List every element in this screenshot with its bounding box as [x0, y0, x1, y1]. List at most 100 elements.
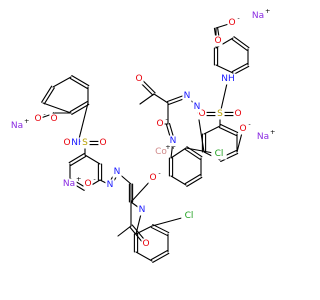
atom-charge: + — [24, 117, 29, 125]
atom-cl-label: Cl — [211, 148, 227, 160]
atom-o-label: O — [134, 73, 144, 85]
single-bond — [135, 225, 153, 235]
label-background — [211, 148, 227, 160]
atom-symbol: Na — [11, 121, 23, 131]
atom-symbol: Na — [252, 11, 264, 21]
label-background — [105, 179, 115, 191]
single-bond — [170, 175, 187, 186]
single-bond — [203, 125, 221, 135]
double-bond — [220, 124, 239, 134]
atom-na-label: Na+ — [255, 128, 275, 143]
double-bond — [184, 174, 201, 185]
label-background — [168, 135, 178, 147]
atom-charge: - — [165, 115, 168, 123]
label-background — [197, 108, 207, 120]
atom-charge: - — [237, 14, 240, 22]
label-background — [181, 210, 197, 222]
atom-charge: ++ — [165, 143, 176, 151]
atom-o-label: O — [49, 113, 59, 125]
double-bond — [41, 85, 53, 103]
double-bond — [218, 126, 237, 136]
double-bond — [220, 152, 239, 162]
label-background — [148, 172, 158, 184]
atom-o-label: O — [98, 137, 108, 149]
atom-symbol: O — [135, 74, 142, 84]
single-bond — [215, 64, 234, 74]
double-bond — [231, 38, 248, 51]
label-background — [98, 137, 108, 149]
atom-symbol: O — [50, 114, 57, 124]
atom-symbol: S — [82, 138, 88, 148]
label-background — [255, 131, 271, 143]
atom-charge: - — [93, 175, 96, 183]
double-bond — [69, 77, 88, 89]
double-bond — [71, 75, 90, 87]
single-bond — [170, 147, 187, 159]
atom-symbol: S — [217, 109, 223, 119]
atom-o-label: O- — [155, 115, 168, 130]
atom-symbol: O — [63, 138, 70, 148]
atom-o-label: O- — [83, 175, 96, 190]
atom-charge: + — [265, 7, 270, 15]
atom-n-label: N — [105, 179, 115, 191]
atom-o-label: O — [197, 108, 207, 120]
label-background — [153, 146, 169, 158]
label-background — [61, 178, 77, 190]
double-bond — [150, 226, 168, 236]
atom-symbol: N — [184, 91, 191, 101]
label-background — [155, 118, 165, 130]
label-background — [137, 204, 147, 216]
atom-na-label: Na+ — [250, 7, 270, 22]
atom-o-label: O — [62, 137, 72, 149]
label-background — [213, 35, 223, 47]
atom-o-label: O — [213, 35, 223, 47]
label-background — [9, 120, 25, 132]
double-bond — [150, 250, 168, 261]
double-bond — [233, 36, 250, 49]
atom-o-label: O — [233, 108, 243, 120]
label-background — [112, 166, 122, 178]
atom-symbol: N — [170, 136, 177, 146]
label-background — [49, 113, 59, 125]
double-bond — [71, 103, 90, 115]
atom-symbol: Co — [155, 147, 167, 157]
atom-symbol: O — [156, 119, 163, 129]
atom-n-label: N — [192, 101, 202, 113]
atom-o-label: O- — [33, 110, 46, 125]
atom-n-label: N — [137, 204, 147, 216]
atom-co-label: Co++ — [153, 143, 176, 158]
double-bond — [70, 155, 87, 166]
atom-s-label: S — [80, 137, 90, 149]
single-bond — [84, 154, 101, 165]
label-background — [70, 137, 86, 149]
label-background — [62, 137, 72, 149]
atom-n-label: NH — [70, 137, 86, 149]
atom-symbol: NH — [71, 138, 85, 148]
atom-charge: - — [43, 110, 46, 118]
atom-symbol: O — [214, 36, 221, 46]
atom-cl-label: Cl — [181, 210, 197, 222]
atom-symbol: O — [84, 179, 91, 189]
single-bond — [139, 93, 155, 105]
atom-o-label: O- — [238, 120, 251, 135]
double-bond — [186, 176, 203, 187]
atom-symbol: N — [107, 180, 114, 190]
double-bond — [69, 101, 88, 113]
double-bond — [43, 87, 55, 105]
atom-charge: + — [270, 128, 275, 136]
atom-na-label: Na+ — [61, 175, 81, 190]
single-bond — [153, 93, 169, 104]
atom-symbol: NH — [221, 74, 235, 84]
label-background — [238, 123, 248, 135]
label-background — [33, 113, 43, 125]
single-bond — [135, 251, 153, 262]
double-bond — [231, 63, 248, 73]
label-background — [80, 137, 90, 149]
double-bond — [233, 65, 250, 75]
label-background — [141, 238, 151, 250]
atom-symbol: O — [228, 18, 235, 28]
double-bond — [152, 224, 170, 234]
atom-o-label: O- — [227, 14, 240, 29]
